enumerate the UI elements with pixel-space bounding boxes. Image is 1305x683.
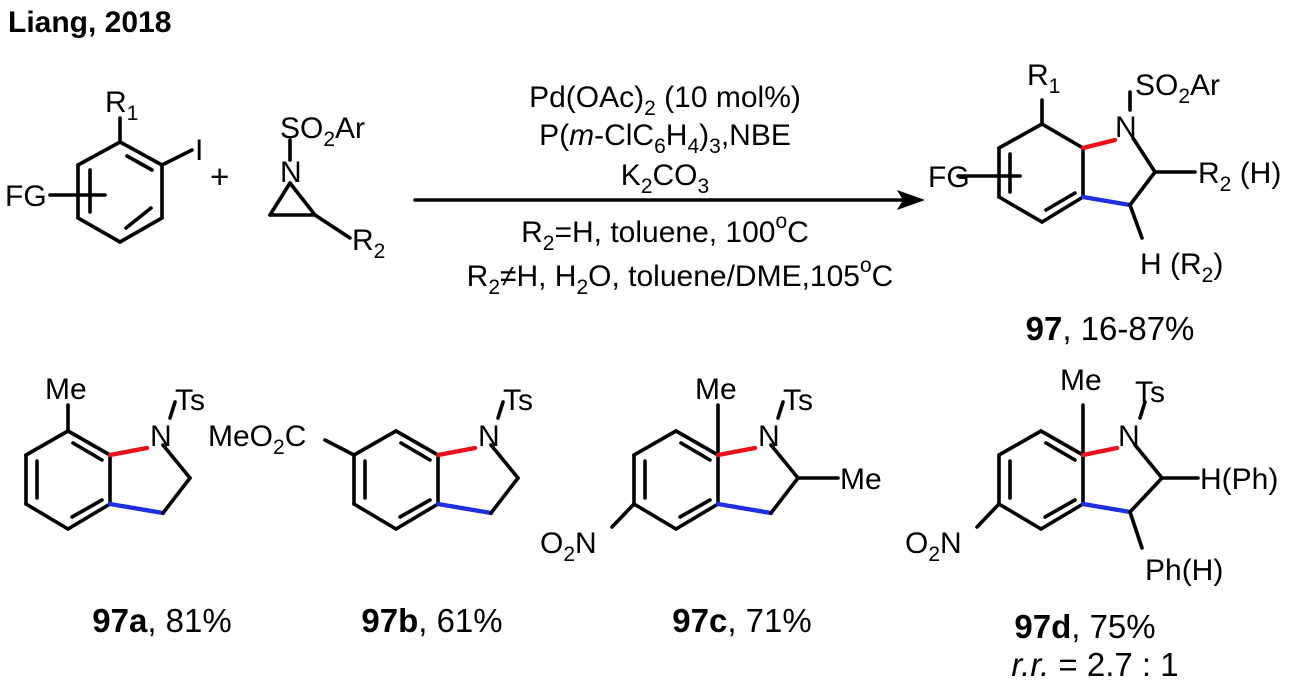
product-r1-label: R1 xyxy=(1027,59,1060,98)
plus-sign: + xyxy=(210,158,229,195)
97b-ester-label: MeO2C xyxy=(208,420,306,459)
example-97d: Me Ts N H(Ph) Ph(H) O2N 97d, 75% r.r. = … xyxy=(905,364,1278,683)
r2-label: R2 xyxy=(352,224,385,263)
so2ar-label: SO2Ar xyxy=(280,112,365,151)
aziridine-substrate: SO2Ar N R2 xyxy=(268,112,385,263)
reaction-arrow xyxy=(413,190,925,210)
reaction-conditions: Pd(OAc)2 (10 mol%) P(m-ClC6H4)3,NBE K2CO… xyxy=(467,81,894,299)
product-r2-label: R2 (H) xyxy=(1198,157,1281,196)
product-fg-label: FG xyxy=(928,161,970,194)
97b-ts-label: Ts xyxy=(503,384,533,417)
97c-ts-label: Ts xyxy=(783,384,813,417)
condition-ligand: P(m-ClC6H4)3,NBE xyxy=(539,119,791,158)
97a-n-label: N xyxy=(150,420,172,453)
97d-nitro-label: O2N xyxy=(905,527,962,566)
condition-r2-h: R2=H, toluene, 100oC xyxy=(521,210,809,255)
97d-hph-label: H(Ph) xyxy=(1200,463,1278,496)
product-yield-caption: 97, 16-87% xyxy=(1026,310,1195,347)
97a-ts-label: Ts xyxy=(175,384,205,417)
97d-rr-caption: r.r. = 2.7 : 1 xyxy=(1011,646,1178,683)
97c-caption: 97c, 71% xyxy=(672,602,811,639)
97d-me-label: Me xyxy=(1060,364,1102,397)
97b-n-label: N xyxy=(478,420,500,453)
product-h-label: H (R2) xyxy=(1140,248,1223,287)
aziridine-n-label: N xyxy=(280,156,302,189)
fg-label: FG xyxy=(5,180,47,213)
example-97c: Me Ts N Me O2N 97c, 71% xyxy=(540,373,882,639)
example-97a: Me Ts N 97a, 81% xyxy=(24,373,232,639)
aryl-iodide-substrate: R1 I FG xyxy=(5,86,203,245)
condition-base: K2CO3 xyxy=(621,159,709,198)
97d-caption: 97d, 75% xyxy=(1014,608,1155,645)
iodo-label: I xyxy=(195,134,203,167)
97c-nitro-label: O2N xyxy=(540,527,597,566)
condition-r2-not-h: R2≠H, H2O, toluene/DME,105oC xyxy=(467,254,894,299)
97c-me2-label: Me xyxy=(840,463,882,496)
r1-label: R1 xyxy=(105,86,138,125)
97d-phh-label: Ph(H) xyxy=(1145,554,1223,587)
example-97b: MeO2C Ts N 97b, 61% xyxy=(208,384,533,639)
97c-n-label: N xyxy=(758,420,780,453)
97d-ts-label: Ts xyxy=(1135,376,1165,409)
product-so2ar-label: SO2Ar xyxy=(1135,69,1220,108)
97d-n-label: N xyxy=(1118,420,1140,453)
product-indoline: R1 SO2Ar N FG R2 (H) H (R2) 97, 16-87% xyxy=(928,59,1281,347)
97c-me-label: Me xyxy=(695,373,737,406)
97a-me-label: Me xyxy=(45,373,87,406)
condition-catalyst: Pd(OAc)2 (10 mol%) xyxy=(529,81,801,120)
97b-caption: 97b, 61% xyxy=(361,602,502,639)
citation-title: Liang, 2018 xyxy=(8,6,171,39)
product-n-label: N xyxy=(1115,111,1137,144)
97a-caption: 97a, 81% xyxy=(92,602,231,639)
